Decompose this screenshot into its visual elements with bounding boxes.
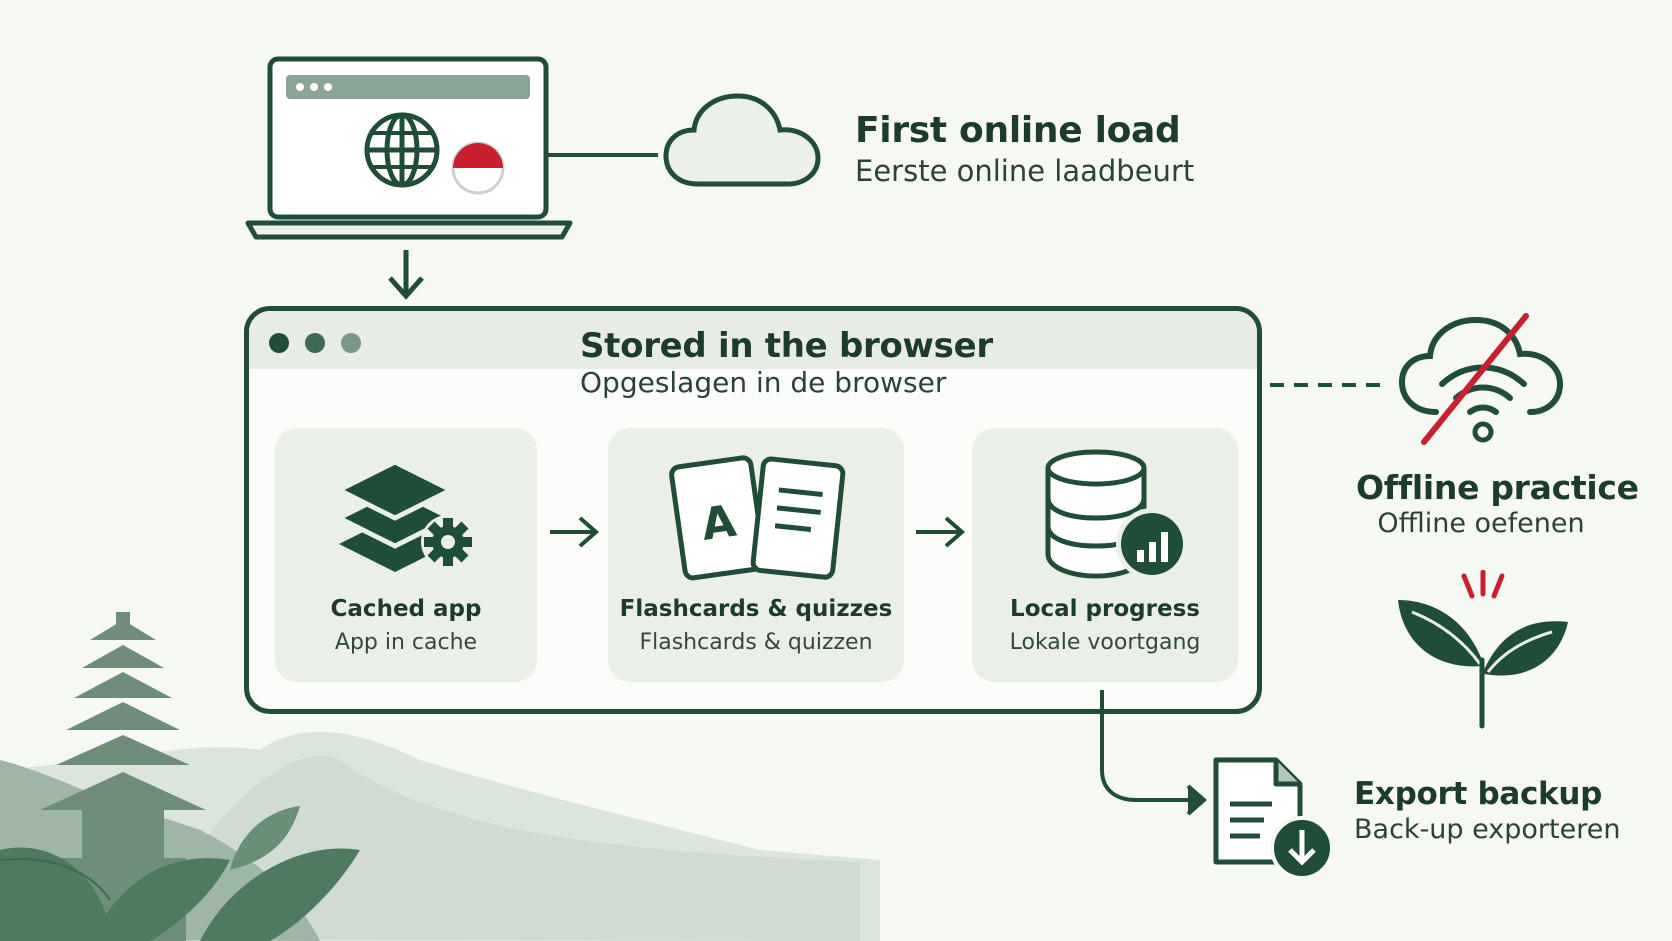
- window-dot: [269, 333, 289, 353]
- card-subtitle: Lokale voortgang: [1009, 630, 1201, 655]
- cloud-offline-icon: [1398, 313, 1564, 445]
- offline-title: Offline practice: [1356, 468, 1639, 507]
- export-title: Export backup: [1354, 776, 1603, 812]
- cloud-icon: [663, 93, 821, 187]
- document-download-icon: [1213, 757, 1334, 880]
- window-dot: [341, 333, 361, 353]
- globe-icon: [364, 112, 440, 188]
- down-arrow-icon: [388, 250, 424, 300]
- right-arrow-icon: [550, 516, 600, 548]
- leaf-sprout-icon: [1398, 570, 1568, 729]
- card-title: Cached app: [330, 596, 482, 622]
- browser-titlebar: [249, 311, 1257, 369]
- card-title: Local progress: [1010, 596, 1200, 622]
- card-subtitle: App in cache: [334, 630, 478, 655]
- card-title: Flashcards & quizzes: [619, 596, 893, 622]
- export-subtitle: Back-up exporteren: [1354, 814, 1621, 845]
- connector-line: [548, 153, 658, 157]
- right-arrow-icon: [916, 516, 966, 548]
- window-dot: [305, 333, 325, 353]
- first-load-title: First online load: [855, 110, 1181, 151]
- card-subtitle: Flashcards & quizzen: [639, 630, 873, 655]
- layers-gear-icon: [335, 459, 475, 572]
- flashcard-letter: A: [698, 496, 739, 551]
- first-load-subtitle: Eerste online laadbeurt: [855, 154, 1195, 188]
- database-chart-icon: [1045, 449, 1188, 580]
- card-cached-app: Cached app App in cache: [275, 428, 537, 682]
- export-connector: [1100, 690, 1208, 816]
- card-local-progress: Local progress Lokale voortgang: [972, 428, 1238, 682]
- card-flashcards: A Flashcards & quizzes Flashcards & quiz…: [608, 428, 904, 682]
- indonesia-flag-icon: [451, 141, 505, 195]
- dashed-connector: [1270, 383, 1382, 387]
- browser-subtitle: Opgeslagen in de browser: [580, 366, 947, 399]
- offline-subtitle: Offline oefenen: [1377, 508, 1585, 539]
- flashcards-icon: A: [669, 455, 846, 581]
- browser-title: Stored in the browser: [580, 326, 993, 366]
